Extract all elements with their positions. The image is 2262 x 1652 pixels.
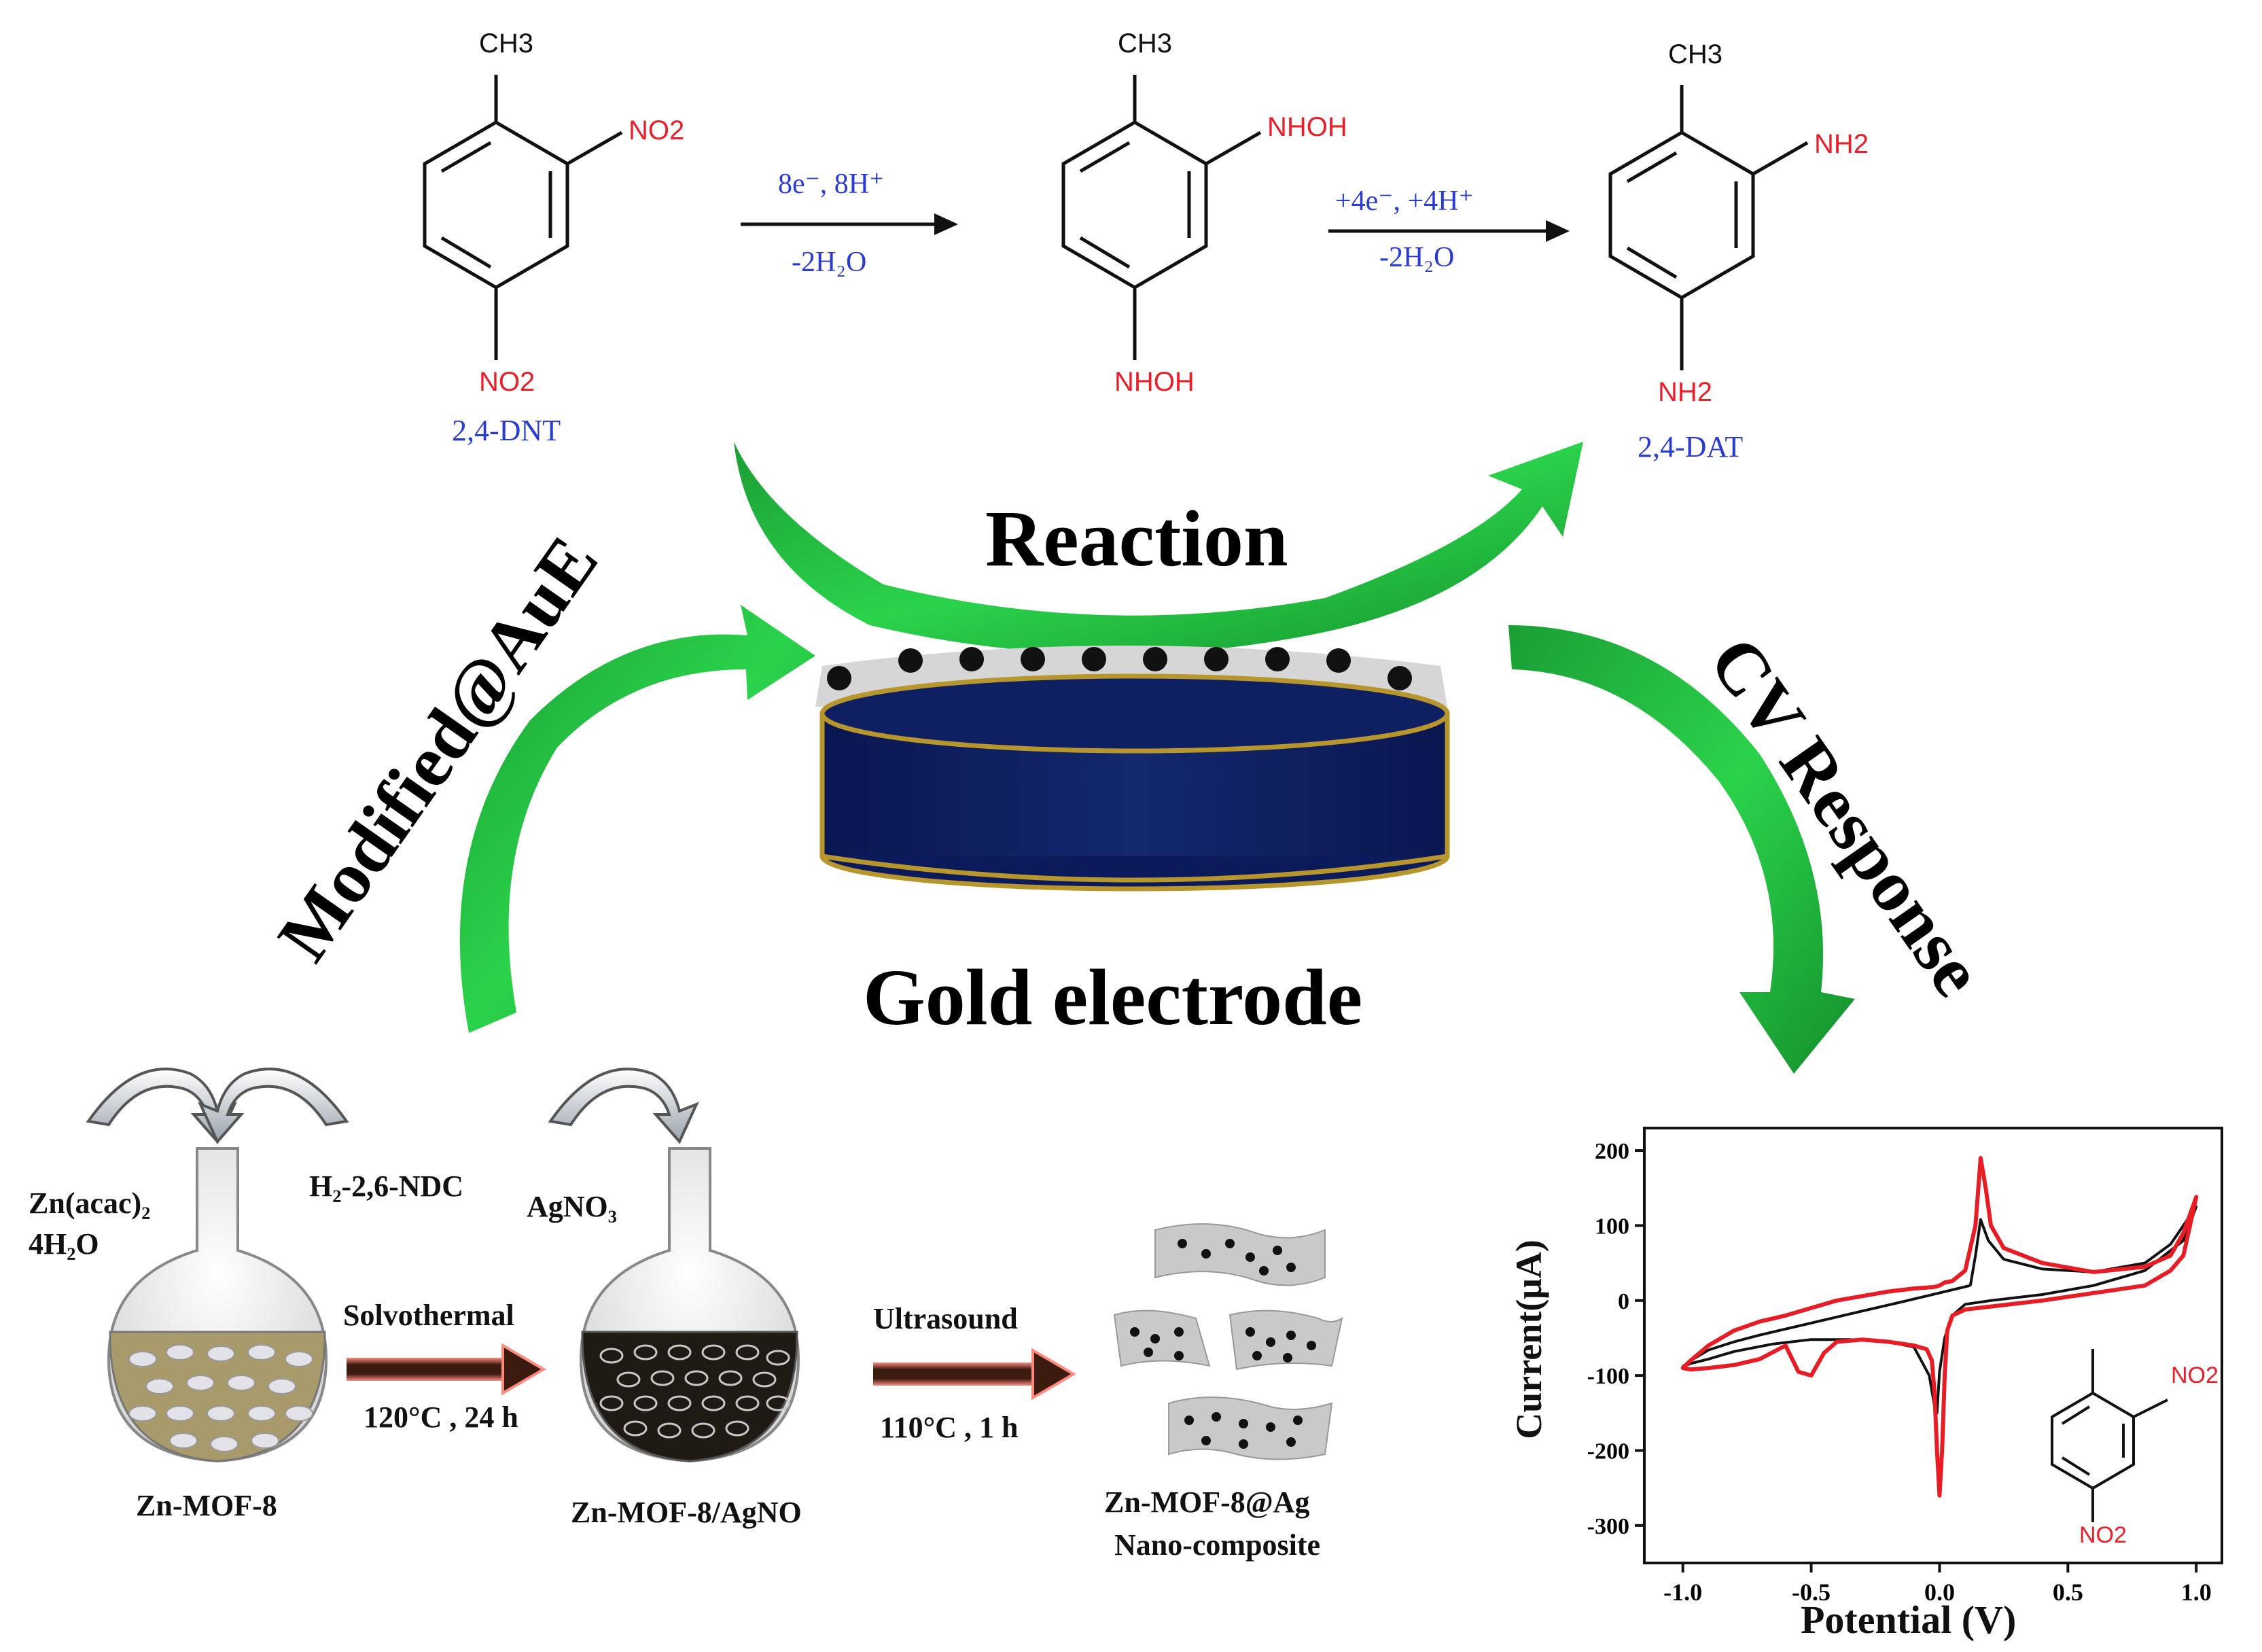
inset-molecule <box>2051 1349 2168 1522</box>
flask1-label: Zn-MOF-8 <box>136 1489 277 1522</box>
modified-arrow <box>459 605 815 1033</box>
x-tick-label: 1.0 <box>2181 1579 2212 1606</box>
benzene-ring-intermediate <box>1061 75 1262 360</box>
reagent-zn-acac: Zn(acac)₂ <box>29 1187 151 1220</box>
cv-arrow <box>1508 625 1855 1074</box>
y-tick-label: 200 <box>1595 1139 1629 1164</box>
dat-methyl: CH3 <box>1668 39 1723 69</box>
nanoparticle-dots <box>827 647 1412 690</box>
y-axis-label: Current(μA) <box>1508 1240 1549 1439</box>
reagent-agno3: AgNO₃ <box>527 1190 617 1223</box>
arrow1-conditions-below: -2H₂O <box>792 247 867 278</box>
reagent-arrow-1 <box>86 1068 237 1144</box>
product-label: Zn-MOF-8@Ag <box>1104 1486 1310 1519</box>
cv-series-line-1 <box>1680 1156 2199 1498</box>
intermediate-para-group: NHOH <box>1114 367 1195 397</box>
dat-caption: 2,4-DAT <box>1638 430 1744 463</box>
y-tick-label: 0 <box>1618 1289 1629 1314</box>
x-tick-label: -0.5 <box>1792 1579 1831 1606</box>
x-axis-label: Potential (V) <box>1801 1598 2017 1642</box>
x-tick-label: 0.5 <box>2053 1579 2083 1606</box>
cv-chart-svg: -1.0 -0.5 0.0 0.5 1.0 200 100 0 -100 -200 -300 <box>1587 1127 2223 1606</box>
reaction-arrow-1 <box>741 213 958 235</box>
x-tick-label: -1.0 <box>1663 1579 1702 1606</box>
reagent-arrow-3 <box>548 1068 699 1144</box>
reaction-arrow-2 <box>1328 220 1570 242</box>
reaction-scheme <box>423 75 1809 370</box>
dnt-methyl: CH3 <box>479 29 534 58</box>
dat-para-group: NH2 <box>1658 377 1713 407</box>
step2-conditions: 110°C , 1 h <box>880 1411 1019 1444</box>
y-tick-label: 100 <box>1595 1214 1629 1239</box>
dnt-ortho-group: NO2 <box>629 116 685 145</box>
synthesis-scheme <box>86 1068 1343 1463</box>
dnt-para-group: NO2 <box>479 367 535 397</box>
reagent-water: 4H₂O <box>29 1227 99 1261</box>
reaction-label: Reaction <box>985 494 1288 583</box>
nanocomposite-sheets <box>1113 1223 1343 1460</box>
dnt-caption: 2,4-DNT <box>452 414 561 447</box>
y-tick-label: -300 <box>1587 1514 1629 1539</box>
gold-electrode <box>815 646 1450 892</box>
reaction-arrow <box>734 442 1583 654</box>
arrow2-conditions-above: +4e⁻, +4H⁺ <box>1335 186 1474 217</box>
cv-series-line-0 <box>1681 1205 2198 1415</box>
x-tick-label: 0.0 <box>1924 1579 1955 1606</box>
y-tick-label: -100 <box>1587 1364 1629 1389</box>
dat-ortho-group: NH2 <box>1814 129 1869 159</box>
ultrasound-arrow <box>873 1348 1076 1401</box>
intermediate-methyl: CH3 <box>1118 29 1173 58</box>
reagent-ndc: H₂-2,6-NDC <box>309 1170 464 1203</box>
solvothermal-arrow <box>347 1343 546 1396</box>
step1-label: Solvothermal <box>343 1299 514 1332</box>
arrow2-conditions-below: -2H₂O <box>1379 242 1455 273</box>
product-label-2: Nano-composite <box>1114 1528 1321 1562</box>
arrow1-conditions-above: 8e⁻, 8H⁺ <box>778 169 885 200</box>
step1-conditions: 120°C , 24 h <box>364 1401 518 1434</box>
intermediate-ortho-group: NHOH <box>1267 112 1347 142</box>
reagent-arrow-2 <box>198 1068 349 1144</box>
flask-zn-mof-8-agno3 <box>579 1147 800 1463</box>
plot-frame <box>1643 1127 2223 1564</box>
step2-label: Ultrasound <box>873 1302 1018 1335</box>
inset-para-group: NO2 <box>2079 1522 2127 1548</box>
inset-ortho-group: NO2 <box>2171 1363 2219 1388</box>
benzene-ring-dat <box>1608 85 1809 370</box>
y-tick-label: -200 <box>1587 1439 1629 1464</box>
electrode-top-rim <box>819 673 1450 754</box>
cv-chart: -1.0 -0.5 0.0 0.5 1.0 200 100 0 -100 -200 -300 NO2… <box>1495 1114 2242 1645</box>
gold-electrode-label: Gold electrode <box>863 953 1363 1042</box>
benzene-ring-dnt <box>423 75 623 360</box>
flask-zn-mof-8 <box>107 1147 328 1463</box>
flask2-label: Zn-MOF-8/AgNO <box>571 1496 802 1529</box>
